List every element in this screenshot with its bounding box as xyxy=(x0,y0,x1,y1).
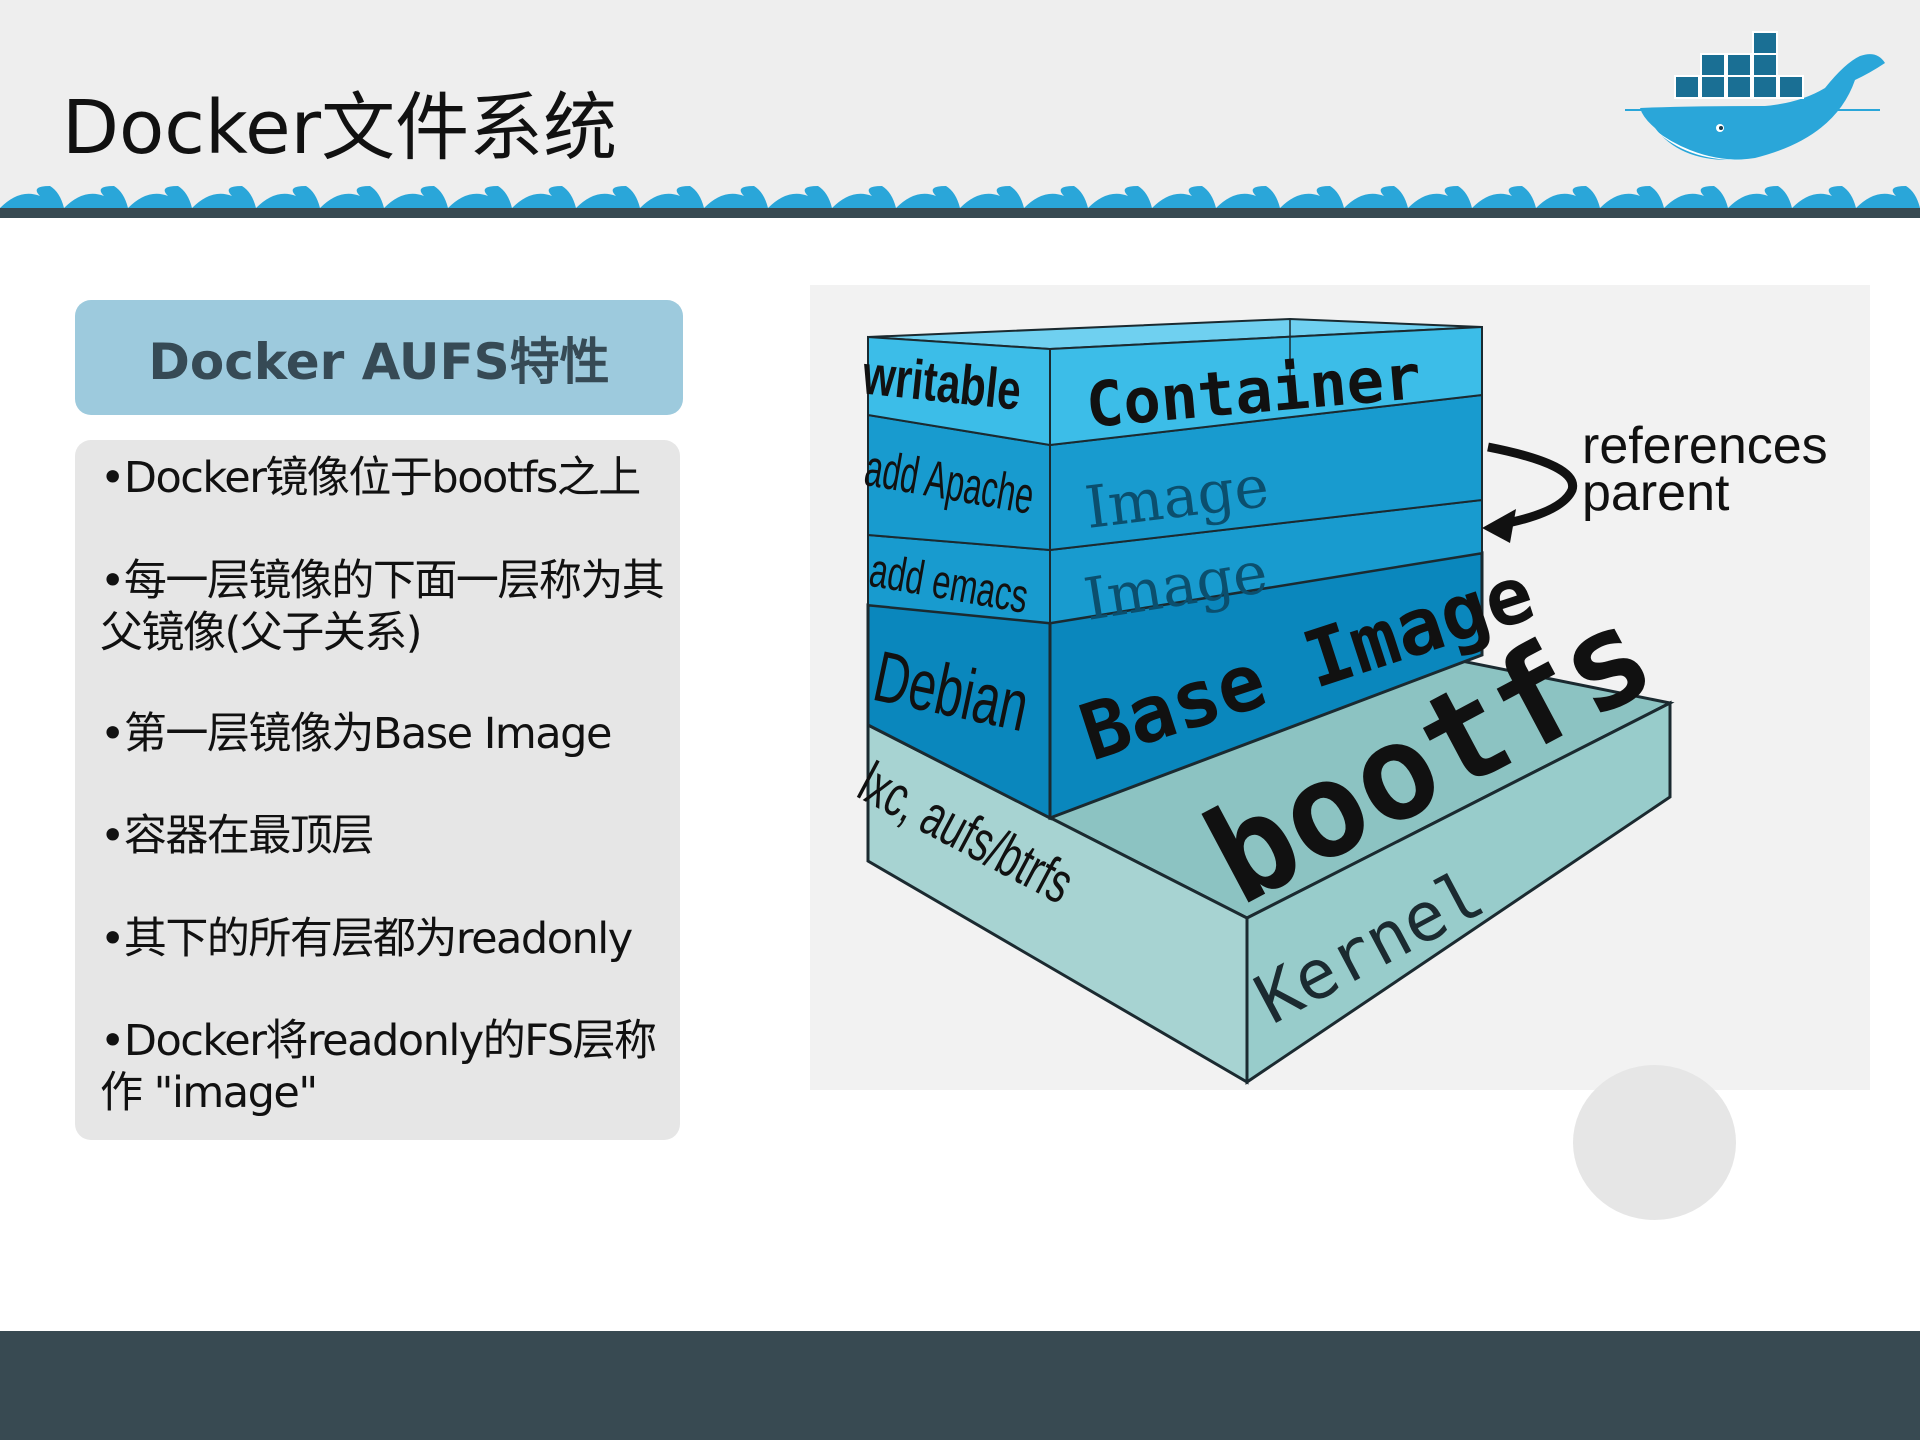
slide-footer xyxy=(0,1331,1920,1440)
header-waves xyxy=(0,178,1920,218)
list-item: •Docker将readonly的FS层称作 "image" xyxy=(100,1016,657,1118)
container-layer-side xyxy=(1049,325,1483,447)
slide-header: Docker文件系统 xyxy=(0,0,1920,218)
list-item: •每一层镜像的下面一层称为其父镜像(父子关系) xyxy=(100,556,665,658)
references-arrow xyxy=(1487,442,1578,530)
panel-heading: Docker AUFS特性 xyxy=(148,332,610,391)
panel-heading-box: Docker AUFS特性 xyxy=(75,300,683,415)
list-item: •第一层镜像为Base Image xyxy=(100,709,612,759)
bullet-list: •Docker镜像位于bootfs之上 •每一层镜像的下面一层称为其父镜像(父子… xyxy=(75,440,680,1140)
decorative-circle xyxy=(1573,1065,1736,1220)
label-references: references xyxy=(1582,417,1828,475)
list-item: •其下的所有层都为readonly xyxy=(100,914,633,964)
list-item: •Docker镜像位于bootfs之上 xyxy=(100,453,641,503)
list-item: •容器在最顶层 xyxy=(100,811,374,861)
aufs-layer-diagram: writable add Apache add emacs Debian lxc… xyxy=(810,285,1870,1090)
references-arrowhead-icon xyxy=(1482,509,1516,543)
docker-whale-icon xyxy=(1625,31,1885,161)
page-title: Docker文件系统 xyxy=(62,85,618,171)
layer-stack-figure: writable add Apache add emacs Debian lxc… xyxy=(848,317,1828,1085)
label-parent: parent xyxy=(1582,464,1730,522)
kernel-slab-side xyxy=(1245,700,1672,1085)
